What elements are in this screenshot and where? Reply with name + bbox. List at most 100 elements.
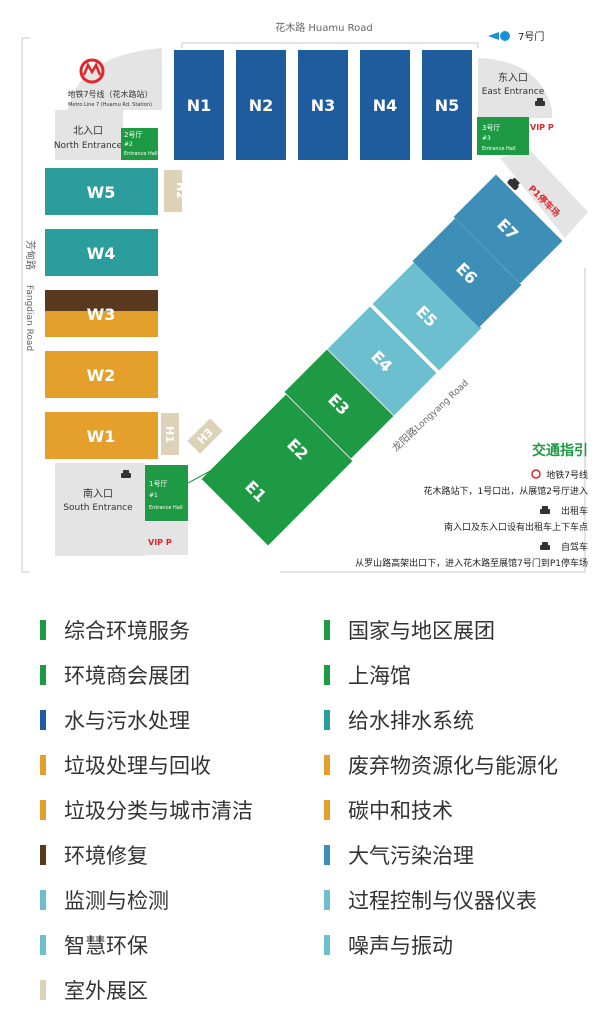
transport-metro-label: 地铁7号线 — [546, 469, 588, 481]
hall-w2[interactable] — [45, 351, 158, 398]
metro-area — [68, 48, 162, 110]
legend-item: 综合环境服务 — [40, 616, 190, 644]
legend-label: 垃圾分类与城市清洁 — [64, 799, 253, 823]
fangdian-road-cn: 芳甸路 — [24, 240, 37, 270]
hall-e3[interactable] — [284, 349, 394, 459]
hall-n1[interactable] — [174, 50, 224, 160]
legend-swatch — [40, 980, 46, 1000]
legend-item: 噪声与振动 — [324, 931, 453, 959]
legend-label: 废弃物资源化与能源化 — [348, 754, 558, 778]
entrance-hall-1[interactable] — [145, 465, 188, 521]
car-small-icon — [540, 542, 550, 550]
north-entrance-area — [55, 110, 123, 160]
vip-south-label: VIP P — [148, 538, 172, 547]
legend-label: 环境修复 — [64, 844, 148, 868]
vip-south-area — [145, 522, 188, 555]
entrance-hall-3-cn: 3号厅 — [482, 124, 500, 132]
metro-logo-icon — [79, 58, 105, 84]
car-icon — [507, 177, 520, 191]
entrance-hall-2[interactable] — [121, 128, 158, 160]
transport-taxi-label: 出租车 — [561, 505, 588, 517]
legend-label: 水与污水处理 — [64, 709, 190, 733]
legend-swatch — [324, 620, 330, 640]
metro-logo — [79, 58, 105, 84]
east-halls: E1 E2 E3 E4 E5 E6 E7 — [201, 174, 563, 546]
east-entrance-area — [478, 58, 552, 118]
transport-car-desc: 从罗山路高架出口下，进入花木路至展馆7号门到P1停车场 — [355, 557, 588, 569]
metro-station-cn: 地铁7号线（花木路站） — [67, 89, 152, 99]
hall-w1[interactable] — [45, 412, 158, 459]
hall-h1[interactable] — [161, 413, 179, 455]
hall-w3-bottom[interactable] — [45, 311, 158, 337]
legend-swatch — [324, 890, 330, 910]
fangdian-road-en: Fangdian Road — [24, 285, 34, 351]
gate7: 7号门 — [488, 30, 544, 43]
legend-item: 碳中和技术 — [324, 796, 453, 824]
legend-label: 国家与地区展团 — [348, 619, 495, 643]
transport-taxi-desc: 南入口及东入口设有出租车上下车点 — [444, 521, 588, 533]
legend-swatch — [324, 935, 330, 955]
hall-h1-label: H1 — [163, 426, 176, 443]
hall-e4[interactable] — [327, 306, 437, 416]
legend-item: 垃圾分类与城市清洁 — [40, 796, 253, 824]
legend-label: 智慧环保 — [64, 934, 148, 958]
gate7-icon — [500, 31, 510, 41]
hall-w4[interactable] — [45, 229, 158, 276]
legend-item: 国家与地区展团 — [324, 616, 495, 644]
legend-swatch — [324, 710, 330, 730]
legend-item: 给水排水系统 — [324, 706, 474, 734]
legend-swatch — [324, 665, 330, 685]
transport-car-label: 自驾车 — [561, 541, 588, 553]
gate7-label: 7号门 — [518, 30, 544, 43]
legend-item: 环境商会展团 — [40, 661, 190, 689]
transport-metro-desc: 花木路站下，1号口出，从展馆2号厅进入 — [424, 485, 588, 497]
hall-n2-label: N2 — [249, 96, 274, 115]
transport-title: 交通指引 — [532, 442, 588, 459]
legend-swatch — [324, 845, 330, 865]
hall-h2[interactable] — [164, 170, 182, 212]
hall-h3-group: H3 — [187, 418, 223, 454]
taxi-small-icon — [540, 506, 550, 514]
road-lines — [21, 37, 586, 573]
entrance-hall-3[interactable] — [477, 117, 529, 155]
hall-e5[interactable] — [372, 261, 482, 371]
legend-swatch — [40, 935, 46, 955]
hall-n4-label: N4 — [373, 96, 398, 115]
entrance-hall-1-cn: 1号厅 — [149, 480, 167, 488]
legend-swatch — [40, 845, 46, 865]
hall-w4-label: W4 — [87, 244, 116, 263]
taxi-icon — [121, 470, 131, 478]
hall-n5[interactable] — [422, 50, 472, 160]
hall-e6[interactable] — [412, 218, 522, 328]
legend-label: 上海馆 — [348, 664, 411, 688]
legend-label: 大气污染治理 — [348, 844, 474, 868]
north-entrance-cn: 北入口 — [73, 125, 103, 137]
entrance-hall-1-en: Entrance Hall — [149, 505, 183, 511]
hall-e7[interactable] — [453, 174, 563, 284]
legend-swatch — [40, 800, 46, 820]
hall-e1[interactable] — [201, 436, 311, 546]
hall-w3-top[interactable] — [45, 290, 158, 311]
hall-w5-label: W5 — [87, 183, 116, 202]
legend-swatch — [40, 665, 46, 685]
hall-n1-label: N1 — [187, 96, 212, 115]
legend-swatch — [40, 620, 46, 640]
hall-n2[interactable] — [236, 50, 286, 160]
p1-parking-area — [500, 150, 588, 238]
north-halls: N1 N2 N3 N4 N5 — [174, 50, 472, 160]
hall-h3[interactable] — [187, 418, 223, 454]
metro-small-icon — [531, 469, 541, 479]
venue-map: 花木路 Huamu Road 芳甸路 Fangdian Road 龙阳路 Lon… — [21, 21, 588, 573]
hall-n4[interactable] — [360, 50, 410, 160]
entrance-hall-3-num: #3 — [482, 135, 491, 142]
legend-item: 智慧环保 — [40, 931, 148, 959]
entrance-hall-2-num: #2 — [124, 141, 133, 148]
hall-e2[interactable] — [243, 394, 353, 504]
entrance-hall-2-cn: 2号厅 — [124, 131, 142, 139]
hall-w2-label: W2 — [87, 366, 116, 385]
legend-item: 上海馆 — [324, 661, 411, 689]
transport-guide: 交通指引 地铁7号线 花木路站下，1号口出，从展馆2号厅进入 出租车 南入口及东… — [355, 442, 588, 569]
hall-w5[interactable] — [45, 168, 158, 215]
hall-n3[interactable] — [298, 50, 348, 160]
legend-item: 废弃物资源化与能源化 — [324, 751, 558, 779]
